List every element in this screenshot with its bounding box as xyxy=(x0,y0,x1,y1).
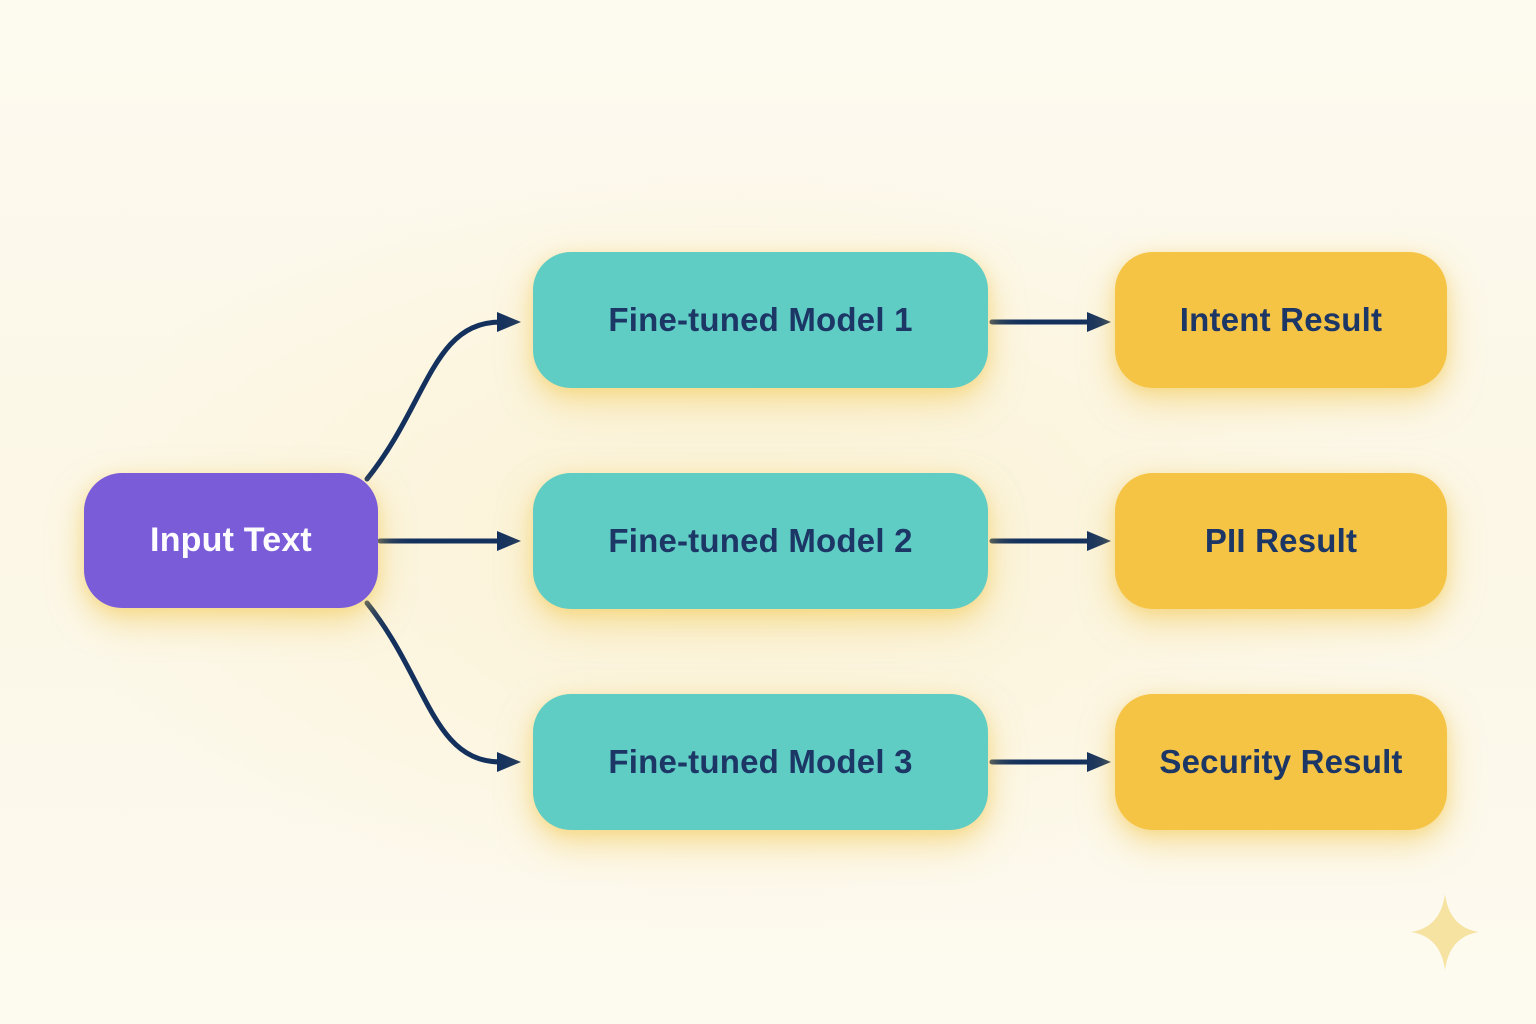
node-fine-tuned-model-1-label: Fine-tuned Model 1 xyxy=(608,301,913,338)
edge-input-to-model3 xyxy=(364,600,521,772)
node-input-text-label: Input Text xyxy=(150,521,312,559)
node-intent-result: Intent Result xyxy=(1115,252,1447,388)
node-fine-tuned-model-3: Fine-tuned Model 3 xyxy=(533,694,988,830)
node-security-result: Security Result xyxy=(1115,694,1447,830)
node-fine-tuned-model-1: Fine-tuned Model 1 xyxy=(533,252,988,388)
node-security-result-label: Security Result xyxy=(1159,743,1403,780)
node-intent-result-label: Intent Result xyxy=(1179,301,1383,338)
node-pii-result-label: PII Result xyxy=(1204,522,1358,559)
edge-input-to-model1 xyxy=(364,312,521,482)
sparkle-icon xyxy=(1411,894,1479,970)
node-fine-tuned-model-3-label: Fine-tuned Model 3 xyxy=(608,743,913,780)
node-input-text: Input Text xyxy=(84,473,378,608)
node-pii-result: PII Result xyxy=(1115,473,1447,609)
node-fine-tuned-model-2-label: Fine-tuned Model 2 xyxy=(608,522,913,559)
node-fine-tuned-model-2: Fine-tuned Model 2 xyxy=(533,473,988,609)
